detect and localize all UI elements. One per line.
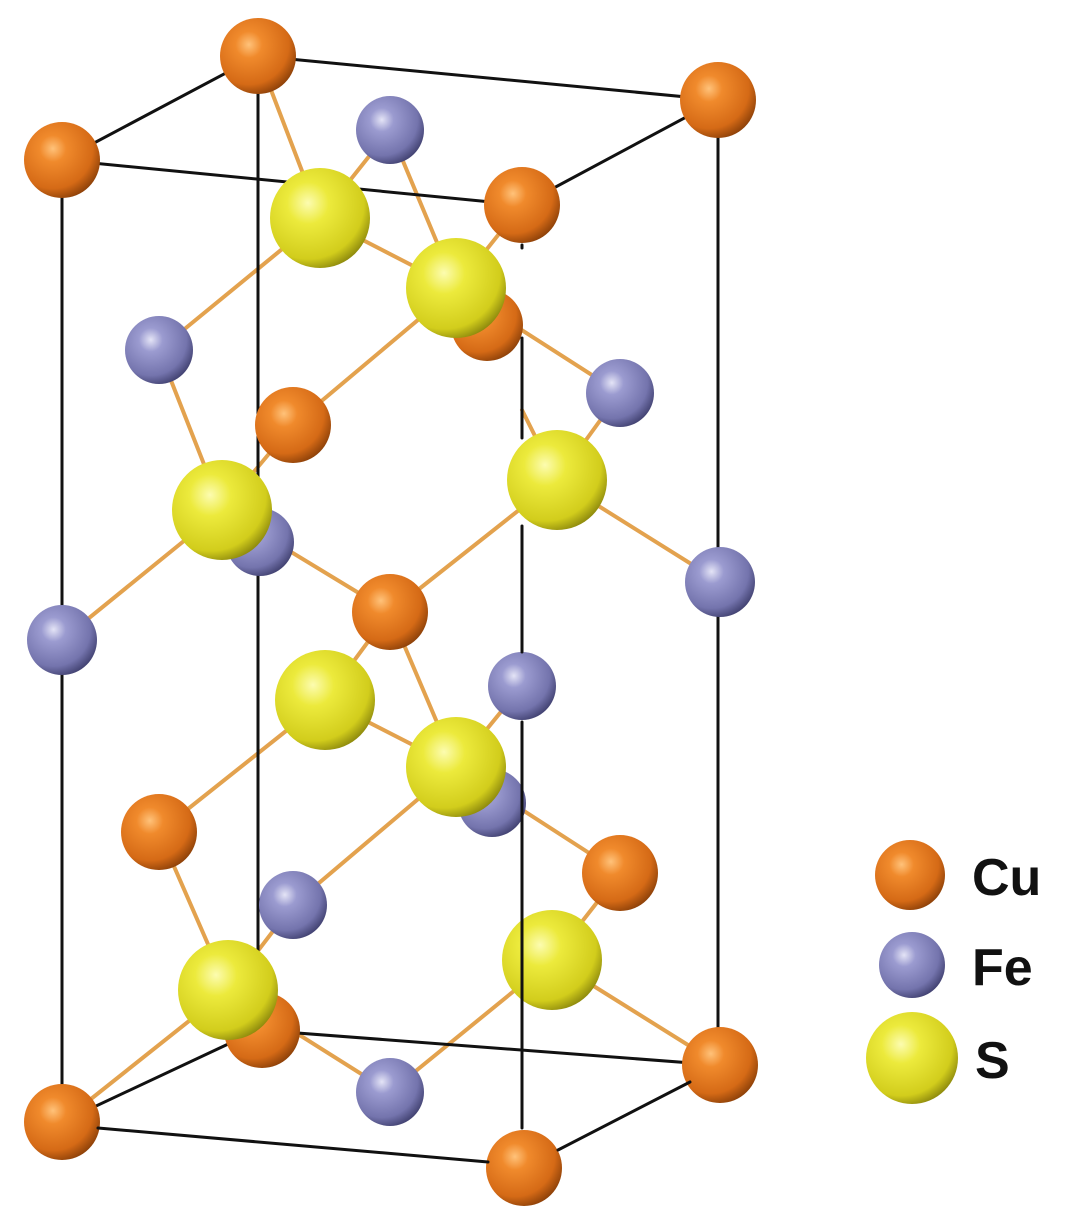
s-atom: [507, 430, 607, 530]
cu-atom: [484, 167, 560, 243]
fe-atom: [356, 96, 424, 164]
legend-item-fe: Fe: [879, 932, 1033, 998]
s-atom: [406, 238, 506, 338]
legend-label-fe: Fe: [972, 939, 1033, 997]
cu-atom: [680, 62, 756, 138]
legend-item-cu: Cu: [875, 840, 1041, 910]
legend-label-cu: Cu: [972, 849, 1041, 907]
s-atom: [270, 168, 370, 268]
atoms: [24, 18, 758, 1206]
s-atom: [178, 940, 278, 1040]
s-atom: [275, 650, 375, 750]
s-atom: [406, 717, 506, 817]
cu-atom: [486, 1130, 562, 1206]
fe-atom: [259, 871, 327, 939]
cu-atom: [682, 1027, 758, 1103]
cu-atom: [24, 1084, 100, 1160]
fe-atom: [586, 359, 654, 427]
fe-atom: [125, 316, 193, 384]
fe-atom: [356, 1058, 424, 1126]
s-swatch: [866, 1012, 958, 1104]
s-atom: [172, 460, 272, 560]
cu-atom: [121, 794, 197, 870]
cu-atom: [220, 18, 296, 94]
legend: Cu Fe S: [866, 840, 1041, 1104]
legend-item-s: S: [866, 1012, 1010, 1104]
s-atom: [502, 910, 602, 1010]
cu-atom: [582, 835, 658, 911]
fe-atom: [685, 547, 755, 617]
legend-label-s: S: [975, 1032, 1010, 1090]
cu-swatch: [875, 840, 945, 910]
unit-cell-front-edges: [96, 243, 692, 1164]
fe-swatch: [879, 932, 945, 998]
cu-atom: [24, 122, 100, 198]
cu-atom: [255, 387, 331, 463]
cu-atom: [352, 574, 428, 650]
fe-atom: [488, 652, 556, 720]
fe-atom: [27, 605, 97, 675]
